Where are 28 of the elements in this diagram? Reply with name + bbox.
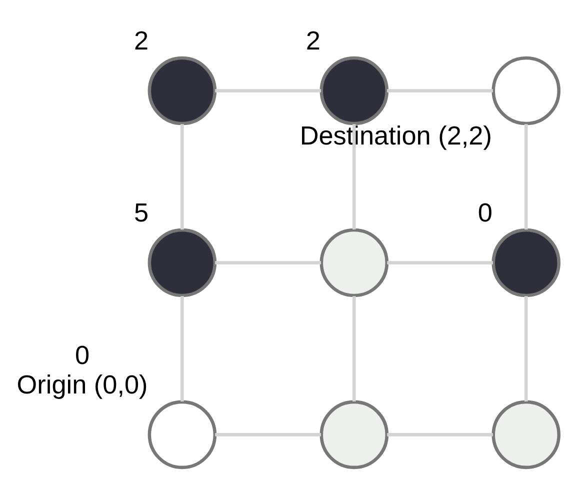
node-label: 0 — [75, 340, 90, 370]
connector — [524, 124, 528, 230]
node-label: 2 — [134, 26, 149, 56]
node-label: Origin (0,0) — [16, 369, 148, 400]
node-circle — [320, 400, 389, 470]
connector — [215, 89, 322, 92]
connector — [215, 433, 322, 436]
connector — [180, 124, 184, 230]
connector — [524, 296, 528, 402]
connector — [180, 296, 184, 402]
node-circle — [148, 400, 217, 470]
node-circle — [148, 228, 217, 298]
connector — [352, 124, 356, 230]
node-circle — [492, 228, 560, 298]
node-label: 0 — [478, 197, 492, 228]
connector — [387, 433, 493, 436]
node-circle — [492, 56, 560, 126]
node-label: 2 — [306, 26, 320, 56]
node-label: 5 — [134, 197, 149, 228]
node-circle — [320, 56, 389, 126]
node-circle — [148, 56, 217, 126]
connector — [215, 261, 322, 264]
node-circle — [492, 400, 560, 470]
node-circle — [320, 228, 389, 298]
connector — [352, 296, 356, 402]
connector — [387, 89, 493, 92]
connector — [387, 261, 493, 264]
node-label: Destination (2,2) — [300, 120, 492, 150]
